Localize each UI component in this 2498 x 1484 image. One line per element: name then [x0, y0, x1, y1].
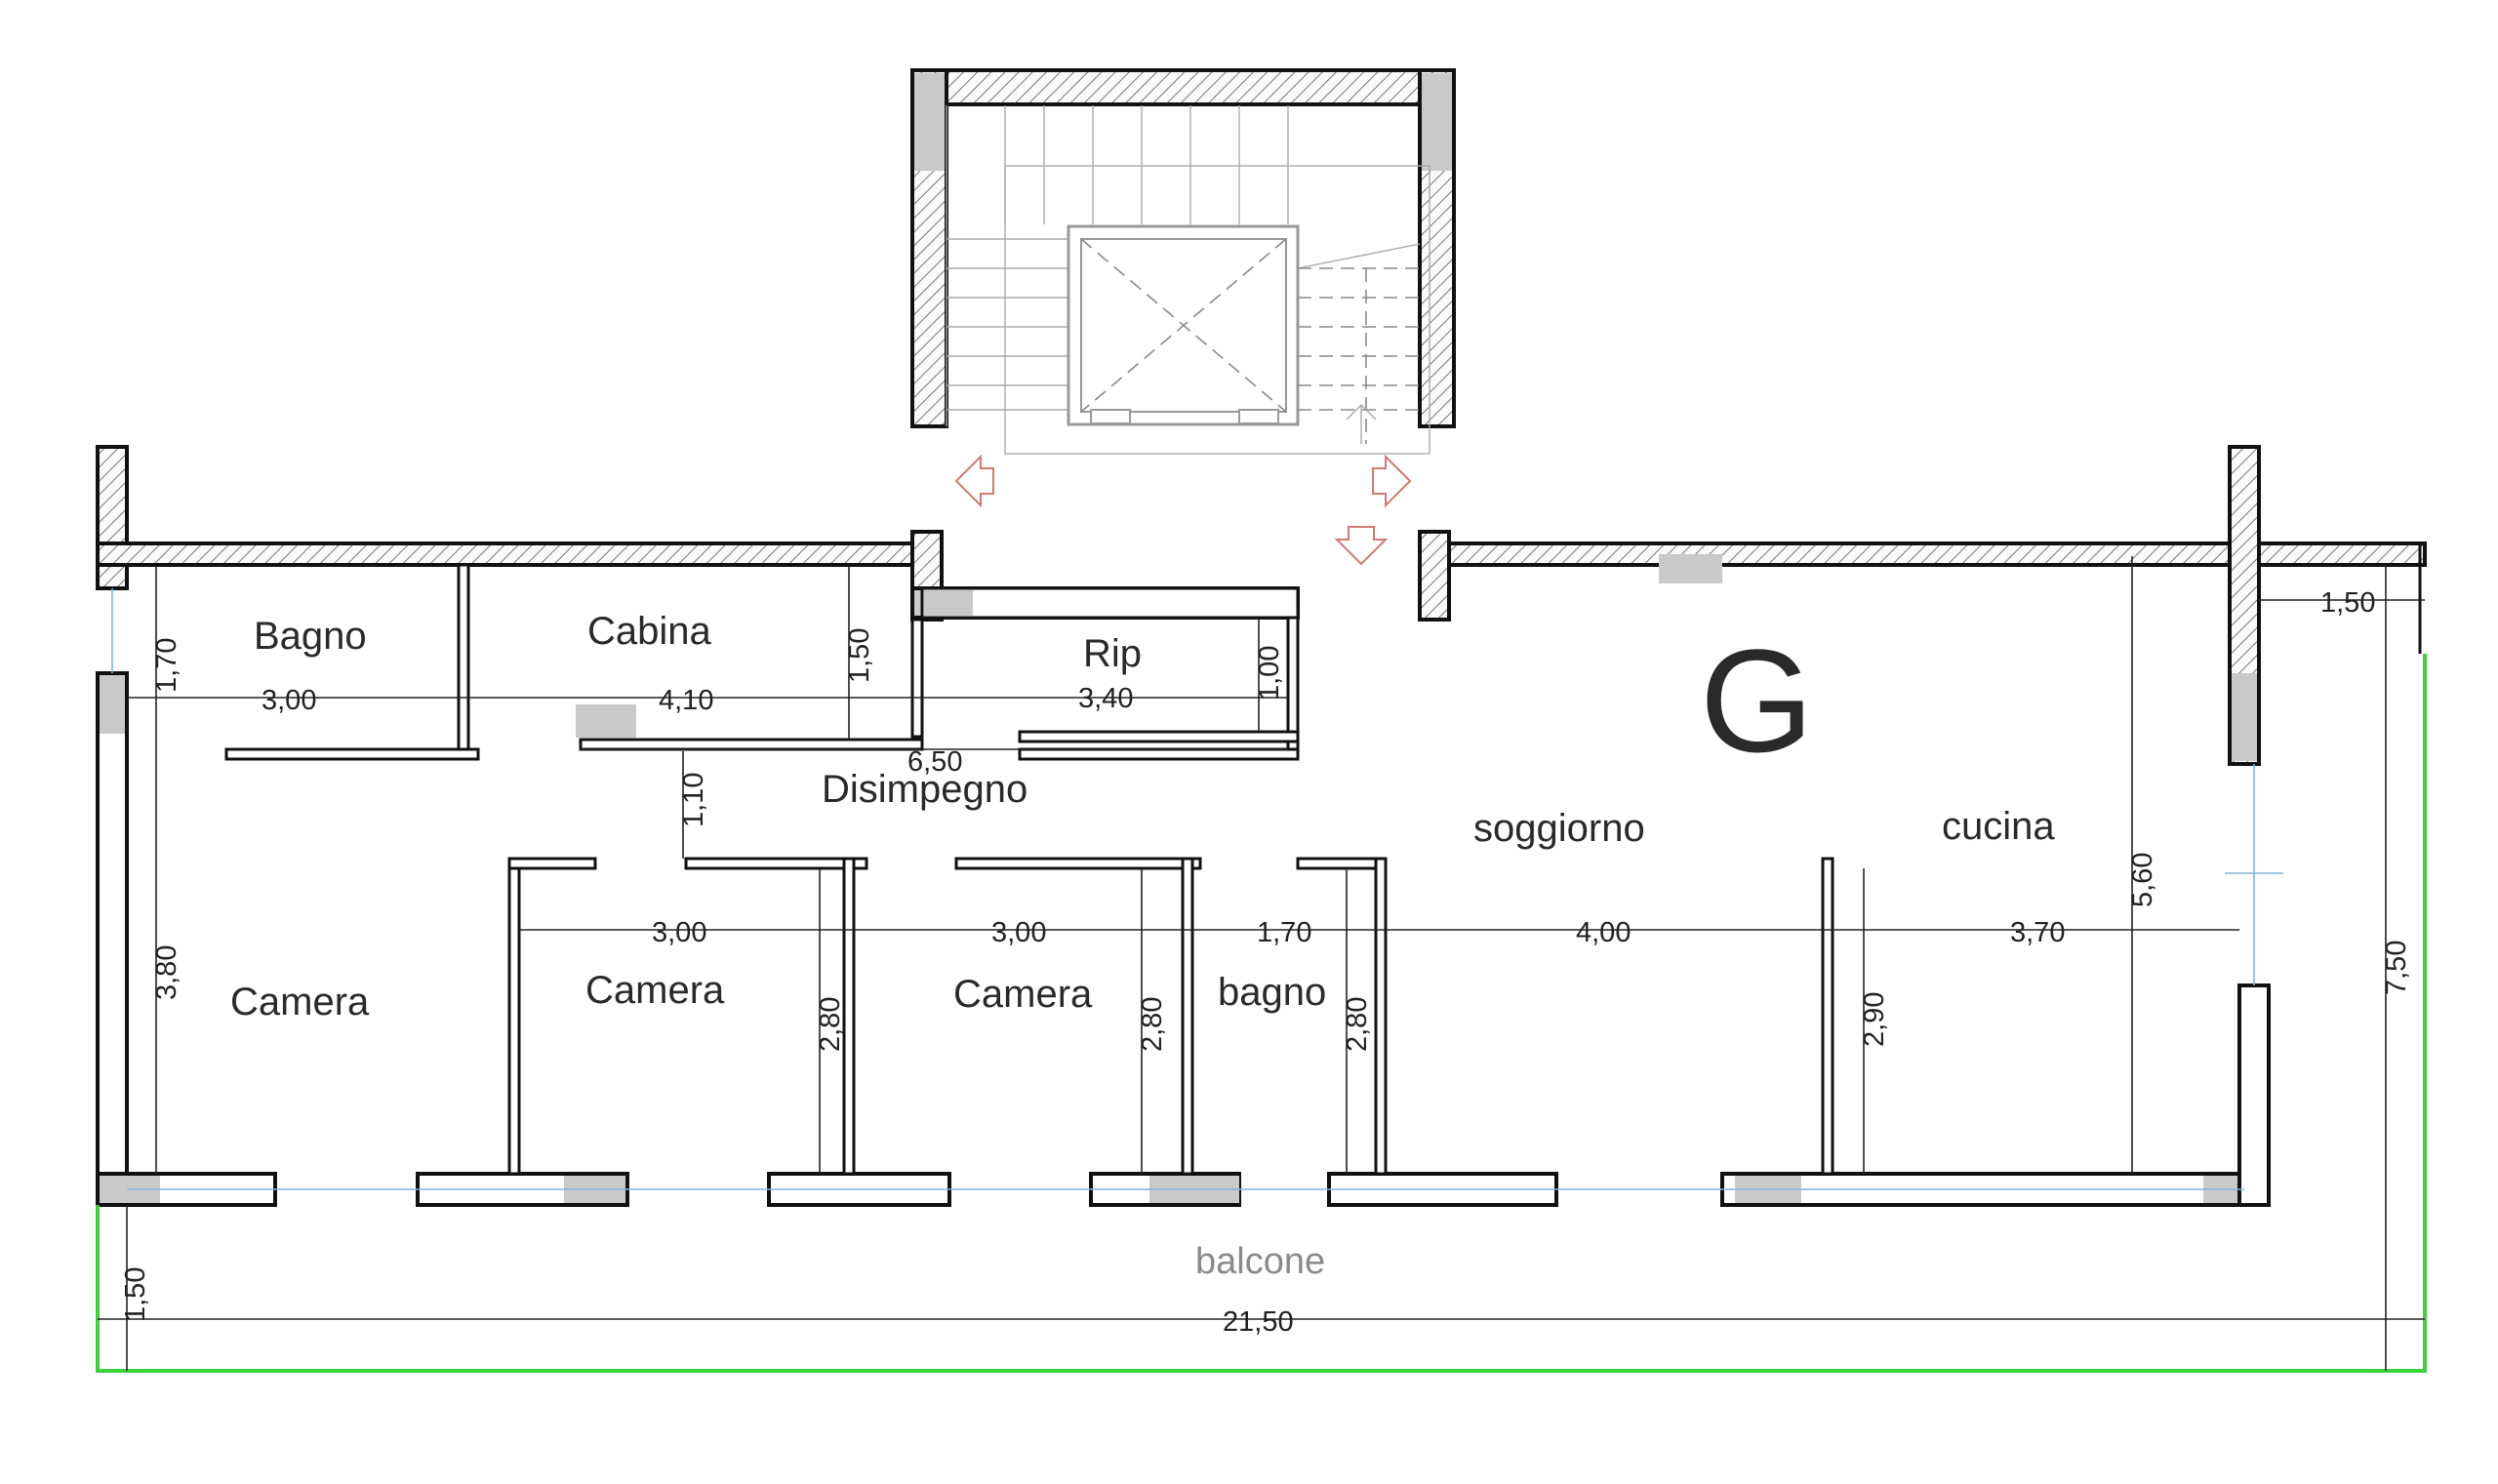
dim-disimpegno-length: 6,50	[907, 746, 962, 778]
entrance-arrow-right-icon	[1372, 454, 1412, 508]
room-label-soggiorno: soggiorno	[1473, 807, 1645, 850]
dim-soggiorno-height: 2,90	[1859, 992, 1890, 1047]
dim-bagno-width-bottom: 1,70	[1257, 917, 1311, 948]
dim-side-terrace: 1,50	[2320, 587, 2375, 619]
dim-total-depth: 7,50	[2381, 941, 2412, 995]
dim-total-width: 21,50	[1223, 1306, 1294, 1338]
entrance-arrow-left-icon	[954, 454, 994, 508]
dim-rip-height: 1,00	[1254, 646, 1285, 701]
room-label-camera-3: Camera	[953, 973, 1093, 1016]
dim-balcony-depth: 1,50	[120, 1267, 151, 1322]
dim-camera2-width: 3,00	[652, 917, 706, 948]
partitions	[224, 563, 1834, 1176]
balcony	[96, 588, 2427, 1373]
dim-bagno-width: 3,00	[262, 685, 316, 716]
room-label-bagno-bottom: bagno	[1218, 971, 1326, 1014]
dim-soggiorno-width: 4,00	[1576, 917, 1631, 948]
dim-rip-width: 3,40	[1078, 683, 1133, 714]
room-label-disimpegno: Disimpegno	[822, 768, 1027, 811]
room-label-cabina: Cabina	[587, 610, 712, 653]
dim-bagno-height-bottom: 2,80	[1342, 997, 1373, 1052]
unit-label: G	[1700, 619, 1814, 782]
dim-camera3-width: 3,00	[991, 917, 1046, 948]
room-labels: Bagno Cabina Rip Disimpegno soggiorno cu…	[230, 610, 2055, 1282]
dim-cabina-width: 4,10	[659, 685, 713, 716]
room-label-rip: Rip	[1083, 632, 1142, 675]
dim-cabina-height: 1,50	[844, 628, 875, 683]
dim-disimpegno-width: 1,10	[678, 773, 709, 827]
dim-living-depth: 5,60	[2127, 853, 2158, 907]
dimension-lines	[98, 556, 2425, 1371]
room-label-camera-1: Camera	[230, 981, 370, 1023]
dim-camera3-height: 2,80	[1137, 997, 1168, 1052]
room-label-cucina: cucina	[1942, 805, 2055, 848]
dim-cucina-width: 3,70	[2010, 917, 2065, 948]
stairwell	[910, 68, 1456, 566]
dim-camera1-height: 3,80	[151, 945, 182, 1000]
dimension-labels: 3,00 4,10 3,40 6,50 3,00 3,00 1,70 4,00 …	[120, 587, 2412, 1338]
dim-camera2-height: 2,80	[815, 997, 846, 1052]
room-label-camera-2: Camera	[585, 969, 725, 1012]
entrance-arrow-down-icon	[1334, 526, 1389, 566]
walls	[96, 445, 2427, 1207]
dim-bagno-height: 1,70	[151, 638, 182, 693]
room-label-bagno-top: Bagno	[254, 615, 367, 658]
room-label-balcone: balcone	[1195, 1241, 1325, 1282]
